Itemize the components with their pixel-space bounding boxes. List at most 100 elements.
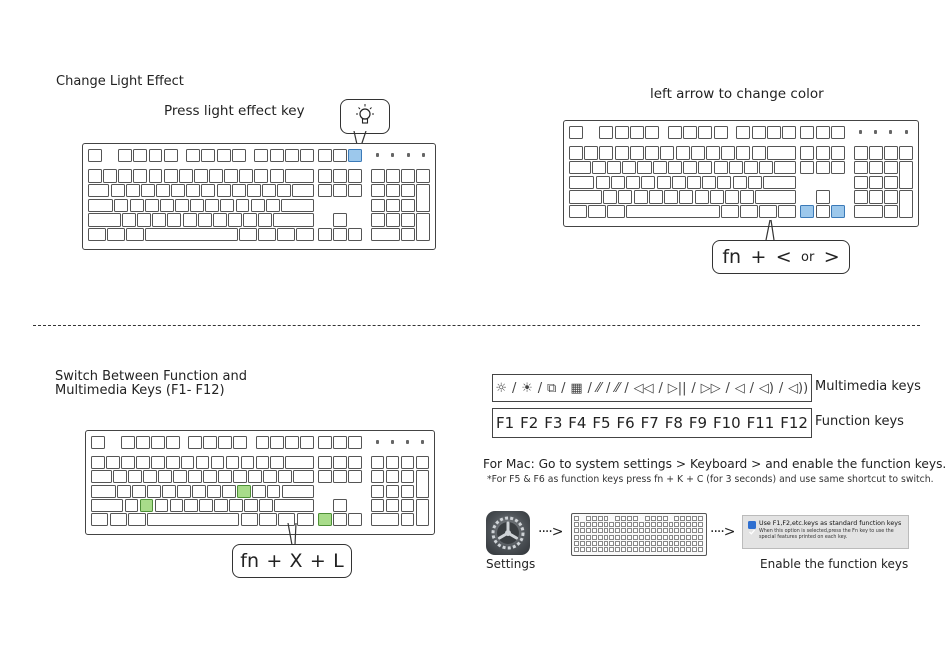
keyboard-key	[284, 169, 314, 183]
thumbnail-key	[574, 516, 579, 522]
multimedia-icon: ◁))	[788, 380, 809, 396]
thumbnail-key	[668, 534, 674, 540]
function-key-label: F3	[544, 414, 563, 432]
thumbnail-key	[627, 528, 633, 534]
thumbnail-key	[591, 540, 597, 546]
keyboard-key	[815, 146, 830, 160]
keyboard-key	[614, 126, 629, 140]
function-key-label: F4	[568, 414, 587, 432]
thumbnail-key	[662, 540, 668, 546]
keyboard-key	[333, 227, 348, 242]
keyboard-key	[105, 456, 120, 470]
keyboard-key	[235, 198, 250, 213]
preference-detail: When this option is selected,press the F…	[759, 529, 894, 540]
separator: /	[749, 380, 755, 396]
keyboard-key	[740, 190, 755, 204]
thumbnail-key	[621, 522, 627, 528]
indicator-light	[421, 153, 425, 158]
keyboard-key	[370, 184, 385, 198]
thumbnail-key	[644, 546, 650, 552]
keyboard-key	[728, 161, 743, 175]
thumbnail-key	[639, 534, 644, 540]
thumbnail-key	[597, 522, 603, 528]
function-key-label: F6	[616, 414, 635, 432]
keyboard-key	[318, 149, 332, 163]
keyboard-key	[370, 198, 385, 213]
keyboard-key	[128, 513, 146, 527]
thumbnail-key	[686, 546, 692, 552]
indicator-light	[858, 130, 862, 135]
keyboard-key	[109, 513, 128, 527]
keyboard-key	[759, 161, 774, 175]
keyboard-key	[637, 161, 652, 175]
keyboard-key	[747, 175, 762, 190]
settings-app-icon	[486, 511, 530, 555]
keyboard-key	[348, 513, 362, 527]
keyboard-key	[400, 498, 415, 513]
thumbnail-key	[615, 528, 621, 534]
keyboard-key	[91, 513, 109, 527]
keyboard-key	[868, 146, 883, 160]
keyboard-key	[333, 184, 348, 198]
thumbnail-key	[621, 528, 627, 534]
thumbnail-key	[585, 534, 591, 540]
thumbnail-key	[639, 528, 644, 534]
keyboard-key	[171, 184, 186, 198]
keyboard-key	[400, 456, 415, 470]
thumbnail-key	[609, 528, 615, 534]
thumbnail-key	[668, 522, 674, 528]
thumbnail-key	[680, 516, 686, 522]
keyboard-key	[614, 146, 629, 160]
multimedia-icon: ◁	[734, 380, 745, 396]
keyboard-key	[91, 456, 105, 470]
keyboard-key	[125, 227, 144, 242]
keyboard-key	[751, 146, 766, 160]
keyboard-key	[190, 198, 205, 213]
keyboard-key	[588, 204, 606, 219]
keyboard-key	[296, 227, 314, 242]
thumbnail-key	[609, 546, 615, 552]
keyboard-key	[169, 498, 184, 513]
keyboard-key	[333, 436, 348, 450]
keyboard-key	[766, 126, 781, 140]
keyboard-key	[225, 456, 240, 470]
keyboard-key	[599, 146, 614, 160]
indicator-light	[889, 130, 893, 135]
keyboard-key	[899, 146, 914, 160]
keyboard-key	[698, 126, 713, 140]
keyboard-key	[759, 204, 778, 219]
keyboard-key	[815, 126, 830, 140]
thumbnail-key	[644, 522, 650, 528]
thumbnail-key	[644, 516, 650, 522]
keyboard-key	[129, 198, 144, 213]
keyboard-key	[370, 227, 401, 242]
keyboard-key	[147, 513, 240, 527]
keyboard-key	[224, 169, 239, 183]
keyboard-diagram-light	[82, 143, 436, 250]
keyboard-key	[227, 213, 242, 227]
keyboard-key	[690, 146, 705, 160]
thumbnail-key	[686, 540, 692, 546]
thumbnail-key	[603, 528, 609, 534]
keyboard-key	[277, 227, 295, 242]
keyboard-key	[218, 436, 232, 450]
multimedia-icon: ◁◁	[633, 380, 654, 396]
keyboard-key	[868, 161, 883, 175]
thumbnail-key	[603, 534, 609, 540]
function-key-label: F11	[746, 414, 775, 432]
keyboard-key	[214, 498, 229, 513]
keyboard-key	[165, 436, 180, 450]
thumbnail-key	[692, 540, 698, 546]
keyboard-key	[333, 498, 348, 513]
keyboard-key	[607, 161, 622, 175]
function-key-label: F2	[520, 414, 539, 432]
keyboard-key	[176, 484, 191, 498]
keyboard-key	[333, 213, 348, 227]
keyboard-key	[133, 149, 148, 163]
settings-label: Settings	[486, 557, 536, 571]
keyboard-key	[830, 161, 845, 175]
thumbnail-key	[692, 534, 698, 540]
thumbnail-key	[650, 546, 656, 552]
keyboard-key	[106, 227, 125, 242]
thumbnail-key	[627, 522, 633, 528]
